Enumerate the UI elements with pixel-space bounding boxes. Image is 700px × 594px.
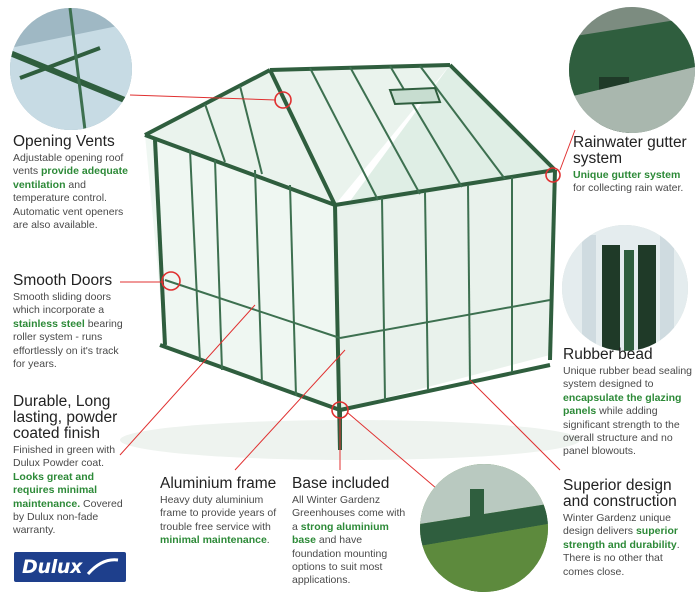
glass-roof-right	[345, 65, 555, 208]
feature-smooth-doors: Smooth Doors Smooth sliding doors which …	[13, 273, 133, 371]
feature-gutter-system: Rainwater gutter system Unique gutter sy…	[573, 135, 695, 196]
feature-rubber-bead: Rubber bead Unique rubber bead sealing s…	[563, 346, 693, 458]
feature-base-included: Base included All Winter Gardenz Greenho…	[292, 476, 410, 588]
frame-bars	[164, 65, 551, 401]
callout-lines	[119, 94, 576, 501]
feature-opening-vents: Opening Vents Adjustable opening roof ve…	[13, 134, 131, 232]
base-detail-photo	[420, 464, 548, 592]
dulux-logo-text: Dulux	[22, 556, 83, 578]
feature-aluminium-frame: Aluminium frame Heavy duty aluminium fra…	[160, 475, 277, 547]
feature-title: Durable, Long lasting, powder coated fin…	[13, 393, 118, 442]
glass-roof-left	[145, 65, 450, 205]
feature-title: Superior design and construction	[563, 477, 677, 510]
dulux-logo	[14, 552, 126, 582]
rubber-bead-photo	[562, 225, 688, 351]
vent-detail-photo	[10, 8, 132, 130]
feature-title: Rubber bead	[563, 346, 653, 363]
feature-superior-design: Superior design and construction Winter …	[563, 478, 695, 579]
feature-title: Rainwater gutter system	[573, 134, 687, 167]
ground-shadow	[120, 420, 580, 460]
feature-title: Smooth Doors	[13, 272, 113, 289]
feature-title: Aluminium frame	[160, 475, 277, 492]
callout-markers	[161, 91, 561, 419]
feature-title: Opening Vents	[13, 133, 115, 150]
roof-vent	[388, 86, 442, 106]
glass-side	[335, 170, 555, 410]
feature-coated-finish: Durable, Long lasting, powder coated fin…	[13, 393, 123, 537]
feature-title: Base included	[292, 475, 390, 492]
dulux-swoosh-icon	[86, 558, 119, 576]
gutter-detail-photo	[569, 7, 695, 133]
